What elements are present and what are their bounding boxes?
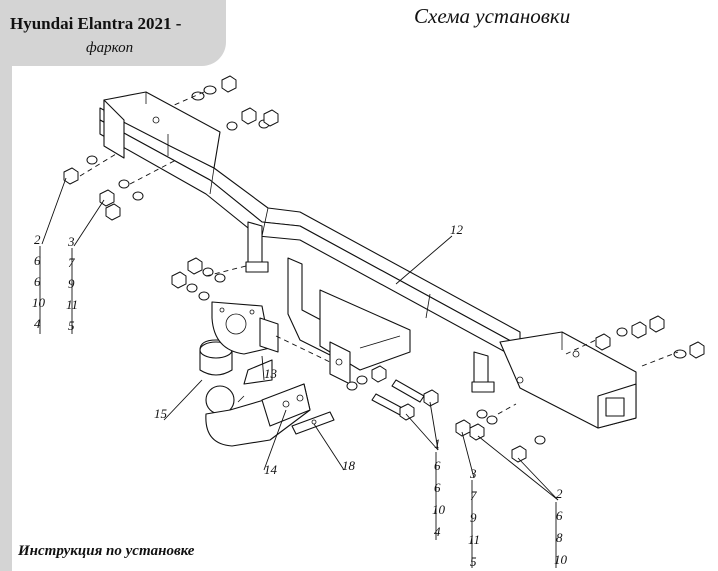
callout-ball-mount: 14: [264, 462, 278, 477]
center-stack-item: 6: [434, 458, 441, 473]
bottom-stack-b-item: 8: [556, 530, 563, 545]
diagram-title: Схема установки: [414, 4, 571, 28]
callout-ball: 15: [154, 406, 168, 421]
callout-leaders: [41, 177, 559, 501]
left-stack-b-item: 5: [68, 318, 75, 333]
assembly-lines: [79, 91, 679, 415]
bottom-stack-b-item: 6: [556, 508, 563, 523]
bottom-stack-a-item: 5: [470, 554, 477, 569]
fastener-set: [63, 75, 705, 463]
socket-plate: [211, 301, 279, 385]
bottom-stack-a-item: 3: [469, 466, 477, 481]
bottom-stack-a-item: 11: [468, 532, 480, 547]
receiver-bracket: [287, 257, 411, 385]
left-stack-a-item: 6: [34, 253, 41, 268]
center-stack-item: 1: [434, 436, 441, 451]
center-stack: 1 6 6 10 4: [432, 436, 446, 539]
bottom-stack-b-item: 10: [554, 552, 568, 567]
right-mounting-bracket: [499, 331, 637, 429]
callout-clip: 18: [342, 458, 356, 473]
left-mounting-bracket: [103, 91, 221, 169]
vehicle-title: Hyundai Elantra 2021 -: [10, 14, 182, 33]
bottom-stack-b-item: 2: [556, 486, 563, 501]
bottom-stack-b: 2 6 8 10: [554, 486, 568, 567]
left-stack-a-item: 6: [34, 274, 41, 289]
left-stack-b-item: 9: [68, 276, 75, 291]
bottom-stack-a-item: 9: [470, 510, 477, 525]
mounting-tabs: [245, 221, 495, 393]
center-stack-item: 6: [434, 480, 441, 495]
callout-main-beam: 12: [450, 222, 464, 237]
left-stack-b: 3 7 9 11 5: [66, 234, 78, 333]
left-stack-b-item: 3: [67, 234, 75, 249]
page-edge-bar: [0, 0, 12, 571]
left-stack-b-item: 7: [68, 255, 75, 270]
product-subtitle: фаркоп: [86, 40, 134, 56]
bottom-stack-a-item: 7: [470, 488, 477, 503]
callout-socket-plate: 13: [264, 366, 278, 381]
left-stack-a-item: 4: [34, 316, 41, 331]
left-stack-b-item: 11: [66, 297, 78, 312]
center-stack-item: 10: [432, 502, 446, 517]
tow-ball: [199, 339, 235, 415]
callout-rules: [39, 246, 557, 568]
installation-instructions-heading: Инструкция по установке: [18, 543, 195, 559]
left-stack-a-item: 10: [32, 295, 46, 310]
bottom-stack-a: 3 7 9 11 5: [468, 466, 480, 569]
center-stack-item: 4: [434, 524, 441, 539]
left-stack-a-item: 2: [34, 232, 41, 247]
header-tab: Hyundai Elantra 2021 - фаркоп: [0, 0, 226, 66]
ball-mount: [205, 383, 311, 447]
left-stack-a: 2 6 6 10 4: [32, 232, 46, 331]
